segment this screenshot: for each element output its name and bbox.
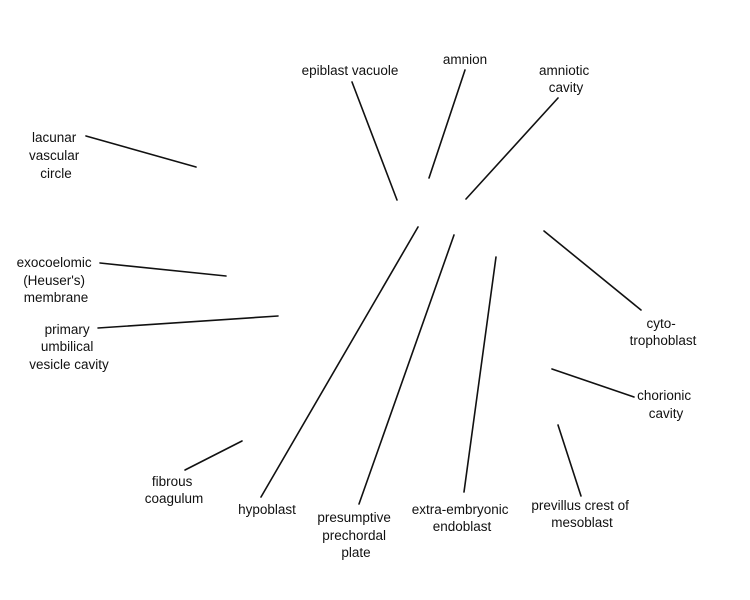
leader-line-previllus-crest-of-mesoblast (557, 424, 582, 497)
leader-line-chorionic-cavity (551, 368, 635, 398)
label-primary-umbilical-vesicle-cavity: primary umbilical vesicle cavity (29, 322, 109, 372)
leader-line-fibrous-coagulum (184, 440, 243, 471)
label-amnion: amnion (443, 52, 487, 67)
label-previllus-crest-of-mesoblast: previllus crest of mesoblast (531, 498, 632, 530)
leader-line-extraembryonic-endoblast (463, 256, 497, 493)
leader-lines (85, 69, 642, 505)
label-presumptive-prechordal-plate: presumptive prechordal plate (317, 510, 394, 560)
leader-line-hypoblast (260, 226, 419, 498)
leader-line-primary-umbilical-vesicle-cavity (97, 315, 279, 329)
leader-line-epiblast-vacuole (351, 81, 398, 201)
label-exocoelomic-membrane: exocoelomic (Heuser's) membrane (17, 255, 96, 305)
label-lacunar-vascular-circle: lacunar vascular circle (29, 130, 83, 181)
label-fibrous-coagulum: fibrous coagulum (145, 474, 204, 506)
label-chorionic-cavity: chorionic cavity (637, 388, 695, 421)
label-hypoblast: hypoblast (238, 502, 296, 517)
label-extraembryonic-endoblast: extra-embryonic endoblast (412, 502, 513, 534)
leader-line-presumptive-prechordal-plate (358, 234, 455, 505)
leader-line-exocoelomic-membrane (99, 262, 227, 277)
leader-line-lacunar-vascular-circle (85, 135, 197, 168)
label-cytotrophoblast: cyto- trophoblast (630, 316, 697, 348)
leader-line-amniotic-cavity (465, 97, 559, 200)
leader-line-cytotrophoblast (543, 230, 642, 311)
label-amniotic-cavity: amniotic cavity (539, 63, 593, 95)
leader-line-amnion (428, 69, 466, 179)
label-epiblast-vacuole: epiblast vacuole (302, 63, 399, 78)
